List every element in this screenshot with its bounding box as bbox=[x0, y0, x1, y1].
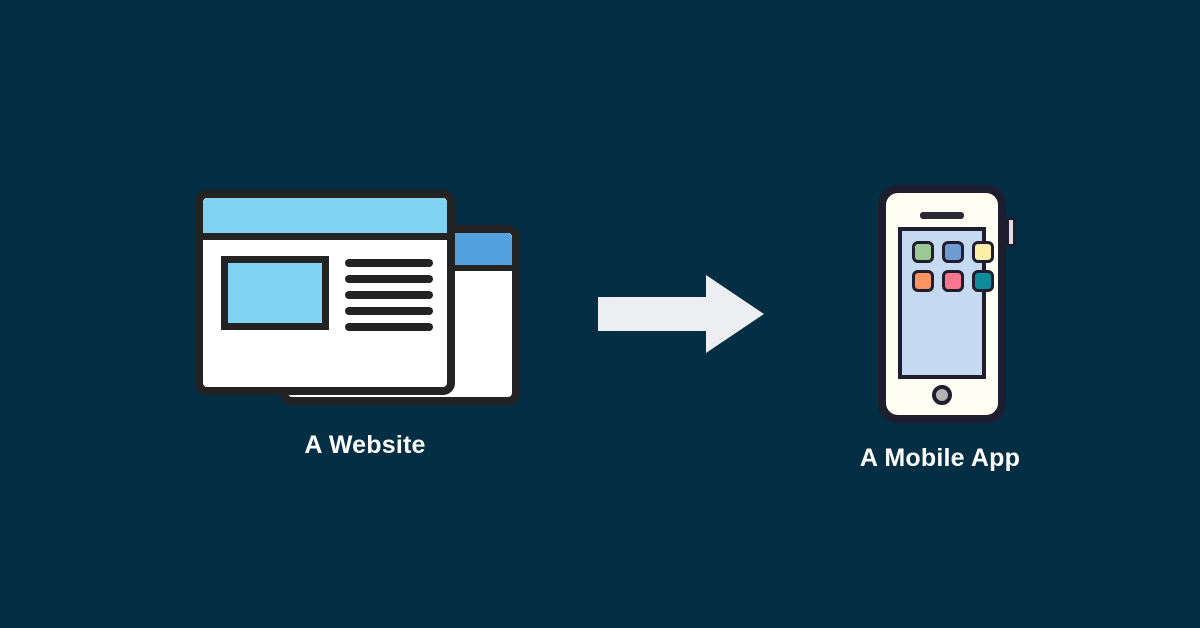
app-icon-3[interactable] bbox=[972, 241, 994, 263]
smartphone-icon bbox=[860, 185, 1020, 430]
browser-titlebar-front bbox=[203, 198, 447, 240]
phone-body bbox=[878, 185, 1006, 423]
mobile-app-caption: A Mobile App bbox=[859, 444, 1021, 472]
phone-screen bbox=[898, 227, 994, 379]
arrow-figure bbox=[598, 275, 764, 353]
app-icon-grid bbox=[912, 241, 994, 292]
phone-side-button-icon bbox=[1006, 217, 1016, 247]
browser-window-front bbox=[195, 190, 455, 395]
app-icon-1[interactable] bbox=[912, 241, 934, 263]
website-figure: A Website bbox=[175, 190, 555, 460]
text-line bbox=[345, 291, 433, 299]
app-icon-6[interactable] bbox=[972, 270, 994, 292]
phone-speaker-icon bbox=[920, 212, 964, 219]
text-line bbox=[345, 259, 433, 267]
right-arrow-icon bbox=[598, 275, 764, 353]
hero-image-placeholder bbox=[221, 256, 329, 330]
app-icon-4[interactable] bbox=[912, 270, 934, 292]
phone-home-button-icon[interactable] bbox=[932, 385, 952, 405]
text-line bbox=[345, 323, 433, 331]
app-icon-5[interactable] bbox=[942, 270, 964, 292]
text-line bbox=[345, 275, 433, 283]
mobile-figure: A Mobile App bbox=[790, 185, 1090, 473]
browser-content-area bbox=[203, 240, 447, 387]
browser-windows-icon bbox=[195, 190, 535, 415]
website-caption: A Website bbox=[304, 431, 426, 459]
app-icon-2[interactable] bbox=[942, 241, 964, 263]
text-line bbox=[345, 307, 433, 315]
text-lines-group bbox=[345, 256, 433, 387]
